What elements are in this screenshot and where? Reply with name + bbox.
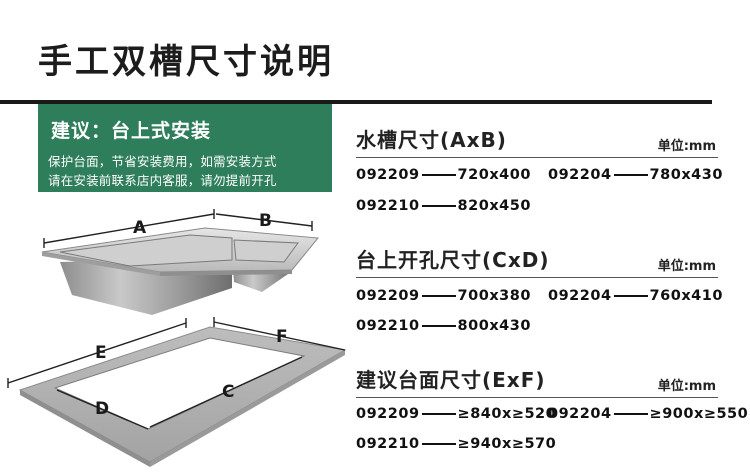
section-header: 台上开孔尺寸(CxD) 单位:mm	[356, 244, 718, 278]
dash	[421, 413, 456, 415]
label-c: C	[222, 382, 234, 402]
section-title: 水槽尺寸(AxB)	[356, 128, 507, 152]
size-value: ≥840x≥520	[457, 406, 557, 422]
sink-image	[41, 209, 319, 315]
size-value: 800x430	[457, 318, 531, 334]
size-value: 820x450	[457, 198, 531, 214]
unit-label: 单位:mm	[657, 259, 716, 274]
page-title: 手工双槽尺寸说明	[38, 42, 334, 82]
model-number: 092209	[356, 406, 420, 422]
unit-label: 单位:mm	[657, 139, 716, 154]
spec-item: 092209 720x400	[356, 167, 531, 183]
size-value: 780x430	[649, 167, 723, 183]
size-value: 720x400	[457, 167, 531, 183]
model-number: 092204	[548, 406, 612, 422]
model-number: 092209	[356, 167, 420, 183]
spec-item: 092204 780x430	[548, 167, 723, 183]
dash	[421, 443, 456, 445]
label-b: B	[259, 211, 272, 231]
model-number: 092209	[356, 288, 420, 304]
spec-item: 092209 700x380	[356, 288, 531, 304]
install-note-line-1: 保护台面，节省安装费用，如需安装方式	[48, 154, 277, 169]
section-header: 建议台面尺寸(ExF) 单位:mm	[356, 364, 718, 398]
install-note-line-2: 请在安装前联系店内客服，请勿提前开孔	[48, 173, 277, 188]
spec-item: 092204 ≥900x≥550	[548, 406, 748, 422]
install-title: 建议：台上式安装	[51, 120, 212, 142]
dash	[421, 174, 456, 176]
dash	[421, 325, 456, 327]
section-header: 水槽尺寸(AxB) 单位:mm	[356, 124, 718, 158]
sink-dimension-diagram: A B E F C D	[7, 209, 347, 467]
spec-item: 092210 ≥940x≥570	[356, 436, 556, 452]
section-title: 台上开孔尺寸(CxD)	[356, 248, 550, 272]
title-divider	[0, 100, 712, 104]
dash	[613, 295, 648, 297]
spec-item: 092204 760x410	[548, 288, 723, 304]
label-f: F	[276, 327, 288, 347]
section-title: 建议台面尺寸(ExF)	[356, 368, 546, 392]
model-number: 092210	[356, 436, 420, 452]
section-countertop-size: 建议台面尺寸(ExF) 单位:mm	[356, 364, 718, 398]
label-e: E	[95, 343, 107, 363]
model-number: 092204	[548, 167, 612, 183]
label-d: D	[95, 399, 109, 419]
dash	[613, 413, 648, 415]
model-number: 092204	[548, 288, 612, 304]
section-sink-size: 水槽尺寸(AxB) 单位:mm	[356, 124, 718, 158]
install-recommendation-box: 建议：台上式安装 保护台面，节省安装费用，如需安装方式 请在安装前联系店内客服，…	[38, 104, 332, 192]
spec-item: 092210 800x430	[356, 318, 531, 334]
size-value: 700x380	[457, 288, 531, 304]
countertop-frame-image	[7, 317, 347, 467]
dash	[613, 174, 648, 176]
spec-item: 092210 820x450	[356, 198, 531, 214]
unit-label: 单位:mm	[657, 379, 716, 394]
size-value: 760x410	[649, 288, 723, 304]
model-number: 092210	[356, 198, 420, 214]
size-value: ≥900x≥550	[649, 406, 749, 422]
dash	[421, 295, 456, 297]
section-cutout-size: 台上开孔尺寸(CxD) 单位:mm	[356, 244, 718, 278]
size-value: ≥940x≥570	[457, 436, 557, 452]
label-a: A	[133, 218, 147, 238]
dash	[421, 205, 456, 207]
spec-item: 092209 ≥840x≥520	[356, 406, 556, 422]
model-number: 092210	[356, 318, 420, 334]
